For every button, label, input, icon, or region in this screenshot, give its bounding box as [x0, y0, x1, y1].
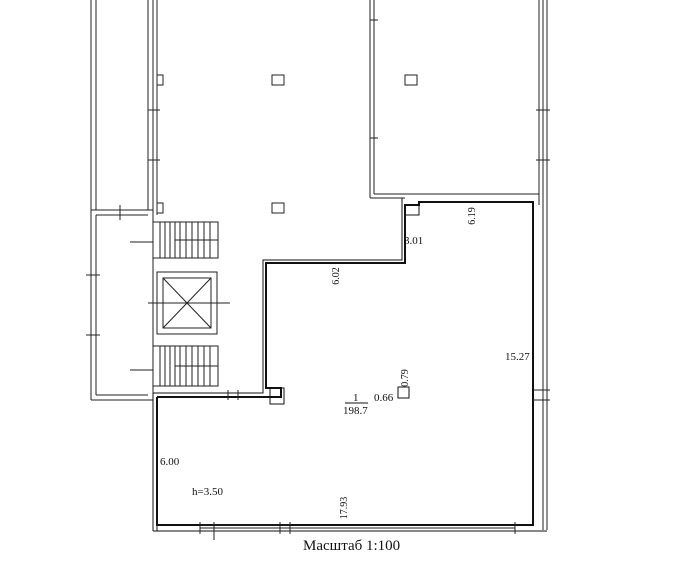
dimension-6-19: 6.19	[467, 207, 478, 225]
upper-room-partition	[369, 0, 539, 199]
lower-staircase	[152, 345, 219, 387]
elevator-shaft	[148, 271, 230, 335]
dimension-3-01: 3.01	[404, 235, 423, 247]
dimension-0-66: 0.66	[374, 392, 394, 404]
upper-columns	[156, 74, 418, 214]
bottom-windows	[199, 389, 547, 540]
room-number: 1	[353, 392, 359, 404]
dimension-15-27: 15.27	[505, 351, 530, 363]
dimension-6-00: 6.00	[160, 456, 180, 468]
dimension-0-79: 0.79	[400, 369, 411, 387]
ceiling-height-label: h=3.50	[192, 486, 223, 498]
upper-staircase	[152, 221, 219, 259]
scale-caption: Масштаб 1:100	[303, 538, 401, 554]
interior-column	[397, 386, 410, 399]
room-area: 198.7	[343, 405, 368, 417]
dimension-17-93: 17.93	[339, 497, 350, 520]
left-annex	[86, 205, 153, 401]
main-room-outline	[152, 198, 547, 532]
dimension-6-02: 6.02	[331, 267, 342, 285]
building-outer-walls	[90, 0, 550, 530]
